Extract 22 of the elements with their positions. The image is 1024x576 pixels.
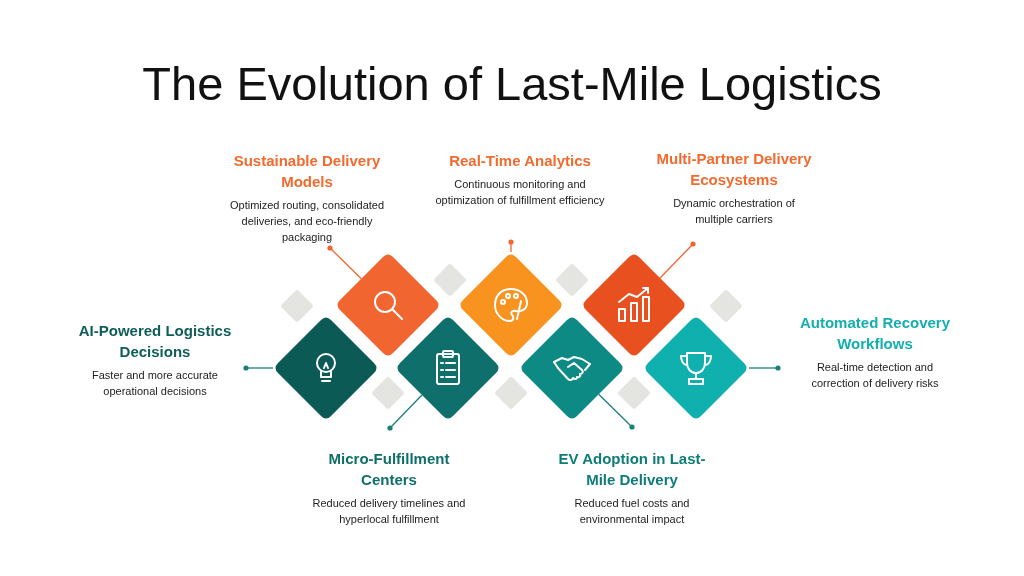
description: Optimized routing, consolidated deliveries, and eco-friendly packaging	[228, 198, 386, 245]
heading: Automated Recovery Workflows	[798, 313, 951, 354]
leader-line	[508, 239, 514, 253]
heading: Sustainable Delivery Models	[232, 151, 382, 192]
leader-line	[748, 365, 781, 371]
heading: Micro-Fulfillment Centers	[327, 449, 451, 490]
description: Real-time detection and correction of delivery risks	[810, 360, 940, 391]
leader-line	[387, 394, 423, 431]
title: The Evolution of Last-Mile Logistics	[141, 56, 883, 111]
leader-line	[243, 365, 274, 371]
heading: EV Adoption in Last-Mile Delivery	[557, 449, 707, 490]
description: Reduced fuel costs and environmental impact	[573, 496, 691, 527]
leader-line	[659, 241, 696, 279]
description: Dynamic orchestration of multiple carriers	[672, 196, 796, 227]
description: Continuous monitoring and optimization of fulfillment efficiency	[435, 177, 605, 208]
description: Reduced delivery timelines and hyperlocal fulfillment	[311, 496, 467, 527]
heading: AI-Powered Logistics Decisions	[77, 321, 233, 362]
leader-line	[598, 393, 635, 430]
heading: Multi-Partner Delivery Ecosystems	[655, 149, 813, 190]
leader-line	[327, 245, 362, 280]
heading: Real-Time Analytics	[448, 151, 592, 171]
description: Faster and more accurate operational decisions	[91, 368, 219, 399]
